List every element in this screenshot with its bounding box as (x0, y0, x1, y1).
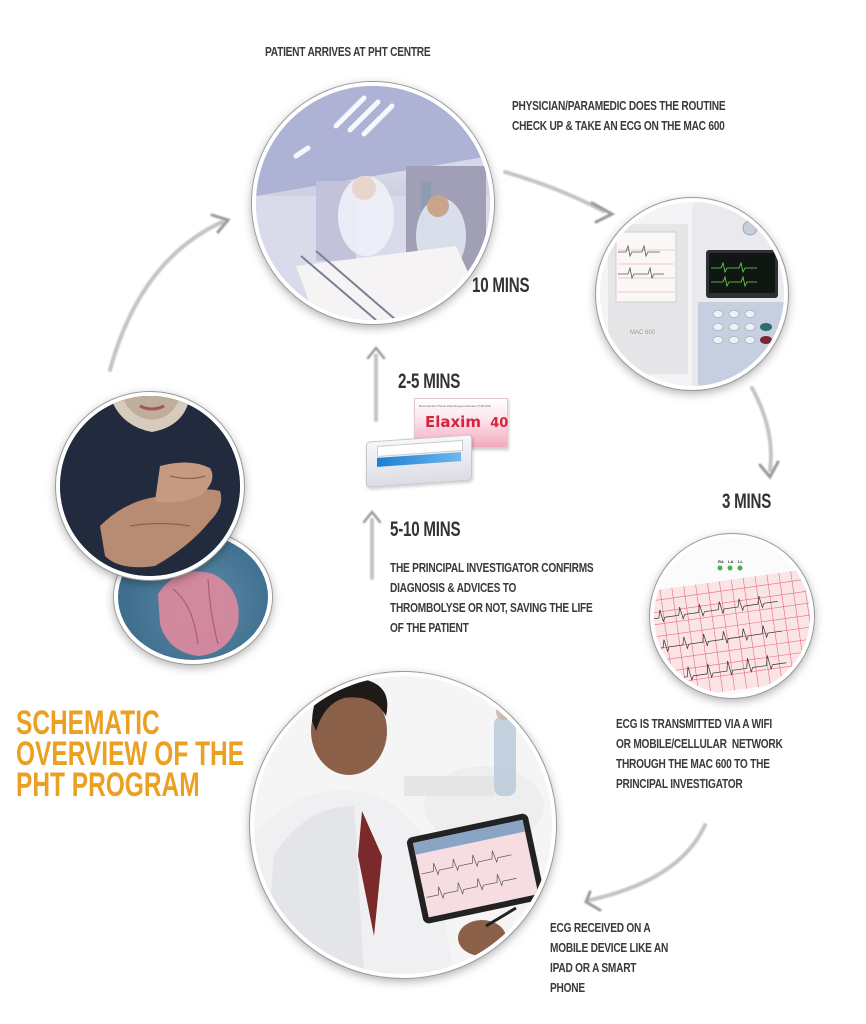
arrow-arrival-to-ecg (503, 170, 607, 214)
drug-brand: Elaxim (425, 413, 481, 431)
ecg-printout-illustration: RA LA LL (654, 538, 810, 694)
ecg-printout-image: RA LA LL (650, 534, 814, 698)
reception-caption: ECG RECEIVED ON A MOBILE DEVICE LIKE AN … (550, 918, 668, 998)
caption-line: PHONE (550, 980, 585, 995)
arrow-head (366, 345, 386, 360)
caption-line: MOBILE DEVICE LIKE AN (550, 940, 669, 955)
lead-label: LL (738, 559, 743, 564)
arrow-head (590, 201, 616, 224)
arrow-head (584, 890, 602, 912)
drug-dose: 40 (490, 416, 509, 431)
drug-subtitle: Recombinant Tissue Plasminogen Activator… (419, 404, 492, 408)
man-clutching-chest-illustration (60, 396, 240, 576)
caption-line: PRINCIPAL INVESTIGATOR (616, 776, 743, 791)
hospital-corridor-illustration (256, 86, 490, 320)
title-line: SCHEMATIC (16, 704, 160, 742)
caption-line: IPAD OR A SMART (550, 960, 637, 975)
title-line: PHT PROGRAM (16, 766, 200, 804)
reception-image (250, 672, 556, 978)
arrow-printout-to-tablet (588, 823, 707, 902)
caption-line: ECG RECEIVED ON A (550, 920, 651, 935)
caption-line: THROUGH THE MAC 600 TO THE (616, 756, 770, 771)
drug-tray (366, 434, 472, 488)
arrival-image (252, 82, 494, 324)
symptom-image (56, 392, 244, 580)
timing-arrival-to-ecg: 10 MINS (472, 274, 530, 297)
title-line: OVERVIEW OF THE (16, 735, 245, 773)
drug-name: Elaxim 40 (425, 413, 508, 431)
arrow-ecg-to-printout (750, 386, 773, 472)
caption-line: DIAGNOSIS & ADVICES TO (390, 580, 517, 595)
transmission-caption: ECG IS TRANSMITTED VIA A WIFI OR MOBILE/… (616, 714, 783, 794)
timing-ecg-to-transmission: 3 MINS (722, 490, 772, 513)
device-label: MAC 600 (630, 330, 656, 336)
caption-line: THE PRINCIPAL INVESTIGATOR CONFIRMS (390, 560, 594, 575)
caption-line: OF THE PATIENT (390, 620, 469, 635)
ecg-acquisition-caption: PHYSICIAN/PARAMEDIC DOES THE ROUTINE CHE… (512, 96, 726, 136)
lead-label: LA (728, 559, 733, 564)
arrow-head (758, 460, 780, 480)
caption-line: ECG IS TRANSMITTED VIA A WIFI (616, 716, 773, 731)
caption-line: PHYSICIAN/PARAMEDIC DOES THE ROUTINE (512, 98, 726, 113)
lead-label: RA (718, 559, 724, 564)
caption-line: CHECK UP & TAKE AN ECG ON THE MAC 600 (512, 118, 725, 133)
timing-drug-to-treatment: 2-5 MINS (398, 370, 461, 393)
drug-image: Recombinant Tissue Plasminogen Activator… (364, 398, 510, 494)
arrow-head (362, 509, 382, 524)
caption-line: THROMBOLYSE OR NOT, SAVING THE LIFE (390, 600, 593, 615)
arrow-symptom-to-arrival (108, 220, 224, 372)
arrow-head (210, 213, 231, 234)
caption-line: OR MOBILE/CELLULAR NETWORK (616, 736, 783, 751)
diagram-title: SCHEMATIC OVERVIEW OF THE PHT PROGRAM (16, 704, 245, 804)
doctor-tablet-illustration (254, 676, 552, 974)
ecg-machine-image: MAC 600 (596, 198, 788, 390)
arrival-caption: PATIENT ARRIVES AT PHT CENTRE (265, 44, 431, 59)
diagnosis-caption: THE PRINCIPAL INVESTIGATOR CONFIRMS DIAG… (390, 558, 594, 638)
timing-diagnosis: 5-10 MINS (390, 518, 461, 541)
mac-600-illustration: MAC 600 (600, 202, 784, 386)
